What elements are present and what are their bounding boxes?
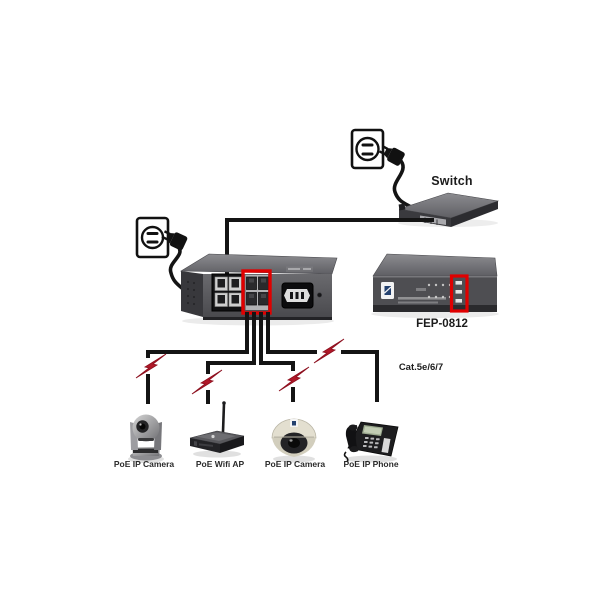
switch-label: Switch — [431, 174, 473, 188]
cable-type-label: Cat.5e/6/7 — [398, 362, 444, 373]
fep-0812-front-device — [371, 253, 499, 318]
poe-wifi-ap-image — [189, 401, 245, 458]
poe-cable-4 — [266, 312, 317, 354]
rj45-port — [214, 292, 228, 307]
poe-cable-2 — [206, 312, 256, 374]
poe-cable-4b — [341, 350, 379, 402]
poe-cables — [146, 312, 379, 404]
poe-ports-highlight-box — [241, 269, 272, 315]
power-cord-top — [392, 159, 413, 209]
poe-ip-camera-2-image — [271, 418, 317, 463]
screw — [316, 292, 323, 298]
wall-outlet-icon-top — [350, 128, 385, 170]
power-cord-left — [168, 244, 185, 291]
endpoint-label-poe-ip-camera-1: PoE IP Camera — [113, 459, 175, 469]
power-plug-icon-left — [161, 230, 188, 251]
led-highlight-box — [449, 274, 469, 313]
poe-cable-3 — [259, 312, 295, 371]
endpoint-label-poe-ip-camera-2: PoE IP Camera — [264, 459, 326, 469]
poe-ip-camera-1-image — [128, 414, 164, 463]
rj45-port — [214, 276, 228, 291]
poe-port-group — [241, 269, 272, 315]
rj45-port — [258, 276, 269, 290]
rj45-port — [258, 292, 269, 306]
rj45-port — [228, 276, 242, 291]
lightning-bolt-icon — [135, 353, 167, 379]
uplink-port-group — [211, 273, 244, 312]
rj45-port — [246, 292, 257, 306]
led-highlight-group — [449, 274, 469, 313]
fep-0812-label: FEP-0812 — [416, 318, 468, 330]
poe-ip-phone-image — [343, 421, 399, 463]
endpoint-label-poe-wifi-ap: PoE Wifi AP — [195, 459, 245, 469]
wall-outlet-icon-left — [135, 216, 170, 259]
poe-cable-1 — [146, 312, 249, 358]
rj45-port — [228, 292, 242, 307]
top-label-sticker — [286, 266, 313, 272]
endpoint-label-poe-ip-phone: PoE IP Phone — [343, 459, 399, 469]
power-inlet — [281, 282, 314, 309]
poe-switch-back-panel — [179, 253, 338, 326]
front-print-text — [398, 288, 446, 304]
lightning-bolt-icon — [313, 338, 345, 364]
brand-logo — [381, 282, 394, 299]
vent-holes — [186, 280, 196, 306]
rj45-port — [246, 276, 257, 290]
